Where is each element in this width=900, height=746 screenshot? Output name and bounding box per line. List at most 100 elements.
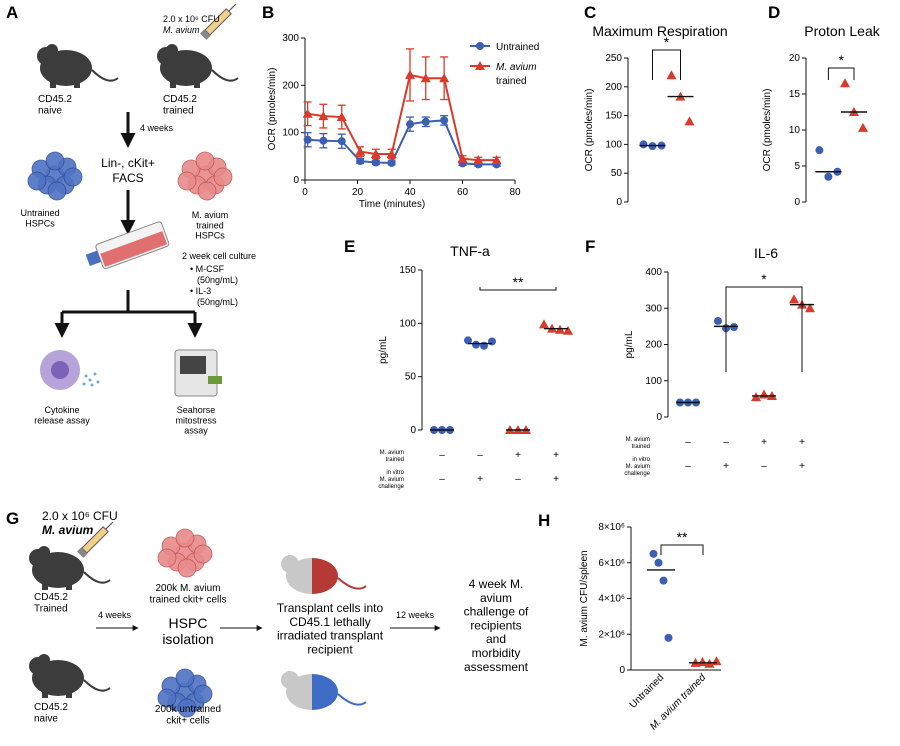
weeks2-label: 12 weeks — [396, 610, 435, 620]
data-point — [659, 576, 668, 585]
culture-item-conc: (50ng/mL) — [197, 297, 238, 307]
x-tick-label: Untrained — [628, 672, 666, 710]
data-point — [371, 158, 380, 167]
data-point — [840, 78, 850, 88]
cell-cluster-icon — [27, 151, 83, 201]
cell-cluster-icon — [157, 528, 213, 578]
data-point — [475, 61, 485, 70]
condition-sign: – — [723, 437, 729, 448]
significance-bracket — [827, 67, 855, 80]
x-tick-label: 60 — [457, 187, 469, 198]
data-point — [387, 158, 396, 167]
y-tick-label: 0 — [619, 665, 625, 676]
syringe-icon — [77, 521, 114, 558]
mouse-icon — [29, 546, 111, 590]
weeks-label: 4 weeks — [98, 610, 132, 620]
condition-sign: – — [515, 474, 521, 485]
y-tick-label: 100 — [282, 128, 299, 139]
y-axis-label: pg/mL — [624, 330, 635, 358]
significance-label: * — [761, 271, 767, 287]
culture-item: • M-CSF — [190, 264, 225, 274]
data-point — [491, 155, 502, 165]
y-tick-label: 300 — [282, 33, 299, 44]
y-axis-label: OCR (pmoles/min) — [762, 89, 773, 172]
x-tick-label: 0 — [302, 187, 308, 198]
data-point — [420, 73, 431, 83]
y-tick-label: 8×10⁶ — [598, 522, 625, 533]
condition-sign: + — [553, 450, 559, 461]
y-axis-label: OCR (pmoles/min) — [267, 68, 278, 151]
cell-cluster-icon — [177, 151, 233, 201]
y-axis-label: OCR (pmoles/min) — [584, 89, 595, 172]
y-tick-label: 0 — [794, 197, 800, 208]
y-tick-label: 100 — [645, 376, 662, 387]
data-point — [649, 549, 658, 558]
significance-label: ** — [513, 274, 524, 290]
mouse-icon — [281, 671, 367, 710]
condition-sign: – — [761, 461, 767, 472]
y-tick-label: 50 — [611, 168, 623, 179]
panel-g: G — [6, 509, 529, 727]
data-point — [815, 146, 824, 155]
chart-title: Maximum Respiration — [592, 23, 727, 39]
mouse-icon — [281, 555, 367, 594]
y-tick-label: 0 — [410, 425, 416, 436]
cell — [175, 528, 195, 548]
dose-label: 2.0 x 10⁶ CFU — [163, 14, 220, 24]
data-point — [759, 389, 769, 399]
x-tick-label: 40 — [404, 187, 416, 198]
y-tick-label: 20 — [789, 53, 801, 64]
significance-label: * — [664, 34, 670, 50]
data-point — [714, 316, 722, 325]
data-point — [563, 325, 573, 335]
data-point — [730, 323, 738, 332]
data-point — [318, 111, 329, 121]
panel-a-label: A — [6, 3, 18, 22]
significance-bracket — [652, 49, 681, 80]
condition-sign: – — [685, 437, 691, 448]
y-tick-label: 5 — [794, 161, 800, 172]
x-axis-label: Time (minutes) — [359, 199, 425, 210]
cell — [177, 698, 197, 718]
culture-item: • IL-3 — [190, 286, 211, 296]
data-point — [370, 148, 381, 158]
data-point — [421, 117, 430, 126]
y-tick-label: 50 — [405, 372, 417, 383]
panel-label: C — [584, 3, 596, 22]
culture-item-conc: (50ng/mL) — [197, 275, 238, 285]
dose-label: 2.0 x 10⁶ CFU — [42, 509, 118, 523]
data-point — [337, 137, 346, 146]
y-tick-label: 2×10⁶ — [598, 629, 625, 640]
y-tick-label: 250 — [605, 53, 622, 64]
y-tick-label: 300 — [645, 303, 662, 314]
sort-label: Lin-, cKit+ — [101, 156, 155, 170]
data-point — [303, 135, 312, 144]
mouse-icon — [29, 654, 111, 698]
cell — [175, 668, 195, 688]
panel-b-label: B — [262, 3, 274, 22]
cell-cluster-icon — [157, 668, 213, 718]
dose-organism-label: M. avium — [163, 25, 200, 35]
y-axis-label: pg/mL — [378, 336, 389, 364]
panel-label: F — [585, 237, 595, 256]
data-point — [302, 108, 313, 118]
cell — [195, 151, 215, 171]
condition-sign: + — [799, 461, 805, 472]
mouse-icon — [37, 44, 119, 88]
panel-label: H — [538, 511, 550, 530]
cell — [193, 684, 213, 704]
y-tick-label: 0 — [293, 175, 299, 186]
